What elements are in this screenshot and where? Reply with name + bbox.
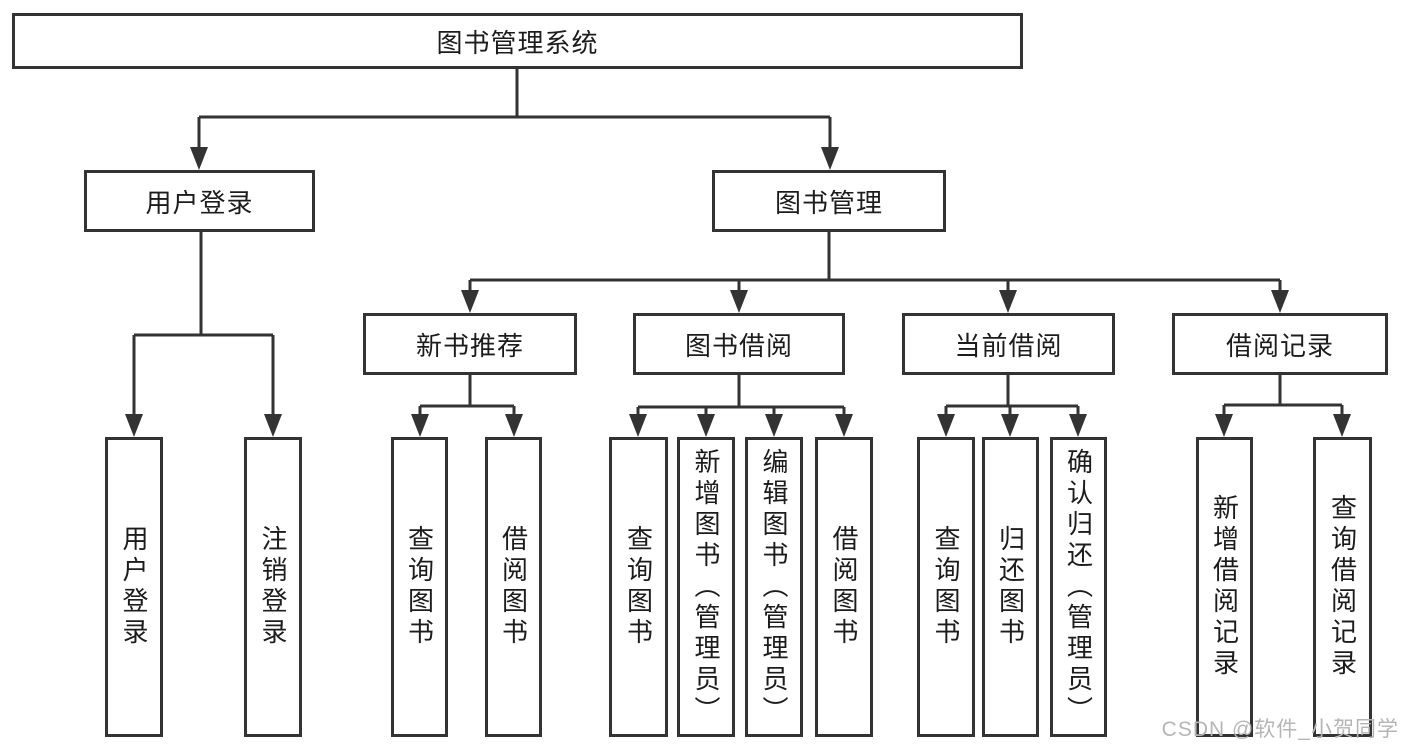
leaf-query-books-borrow: 查询图书 xyxy=(609,437,668,737)
leaf-return-books: 归还图书 xyxy=(982,437,1039,737)
node-library-management-system: 图书管理系统 xyxy=(12,13,1023,69)
leaf-query-books-recommend: 查询图书 xyxy=(391,437,448,737)
node-new-book-recommendation: 新书推荐 xyxy=(363,313,577,375)
leaf-label: 新增图书（管理员） xyxy=(691,447,721,727)
leaf-label: 借阅图书 xyxy=(829,525,859,649)
leaf-label: 查询图书 xyxy=(931,525,961,649)
leaf-label: 注销登录 xyxy=(258,525,288,649)
leaf-label: 确认归还（管理员） xyxy=(1063,447,1094,727)
leaf-label: 查询图书 xyxy=(623,525,654,649)
leaf-label: 编辑图书（管理员） xyxy=(759,447,789,727)
leaf-add-borrow-record: 新增借阅记录 xyxy=(1196,437,1253,737)
leaf-label: 新增借阅记录 xyxy=(1209,494,1240,680)
leaf-query-borrow-record: 查询借阅记录 xyxy=(1313,437,1372,737)
leaf-label: 查询借阅记录 xyxy=(1327,494,1358,680)
leaf-add-book-admin: 新增图书（管理员） xyxy=(677,437,735,737)
leaf-edit-book-admin: 编辑图书（管理员） xyxy=(745,437,803,737)
node-user-login: 用户登录 xyxy=(84,170,315,232)
leaf-borrow-books-recommend: 借阅图书 xyxy=(485,437,542,737)
node-book-borrowing: 图书借阅 xyxy=(633,313,845,375)
node-current-borrowing: 当前借阅 xyxy=(902,313,1115,375)
leaf-label: 归还图书 xyxy=(995,525,1026,649)
arrowheads xyxy=(125,147,1351,437)
watermark: CSDN @软件_小贺同学 xyxy=(1161,718,1399,741)
node-borrowing-records: 借阅记录 xyxy=(1172,313,1388,375)
leaf-label: 用户登录 xyxy=(119,525,149,649)
leaf-label: 查询图书 xyxy=(404,525,435,649)
leaf-borrow-books: 借阅图书 xyxy=(815,437,873,737)
leaf-query-books-current: 查询图书 xyxy=(917,437,975,737)
leaf-logout: 注销登录 xyxy=(244,437,302,737)
leaf-confirm-return-admin: 确认归还（管理员） xyxy=(1050,437,1107,737)
leaf-user-login: 用户登录 xyxy=(105,437,163,737)
node-book-management: 图书管理 xyxy=(712,170,946,232)
leaf-label: 借阅图书 xyxy=(498,525,529,649)
